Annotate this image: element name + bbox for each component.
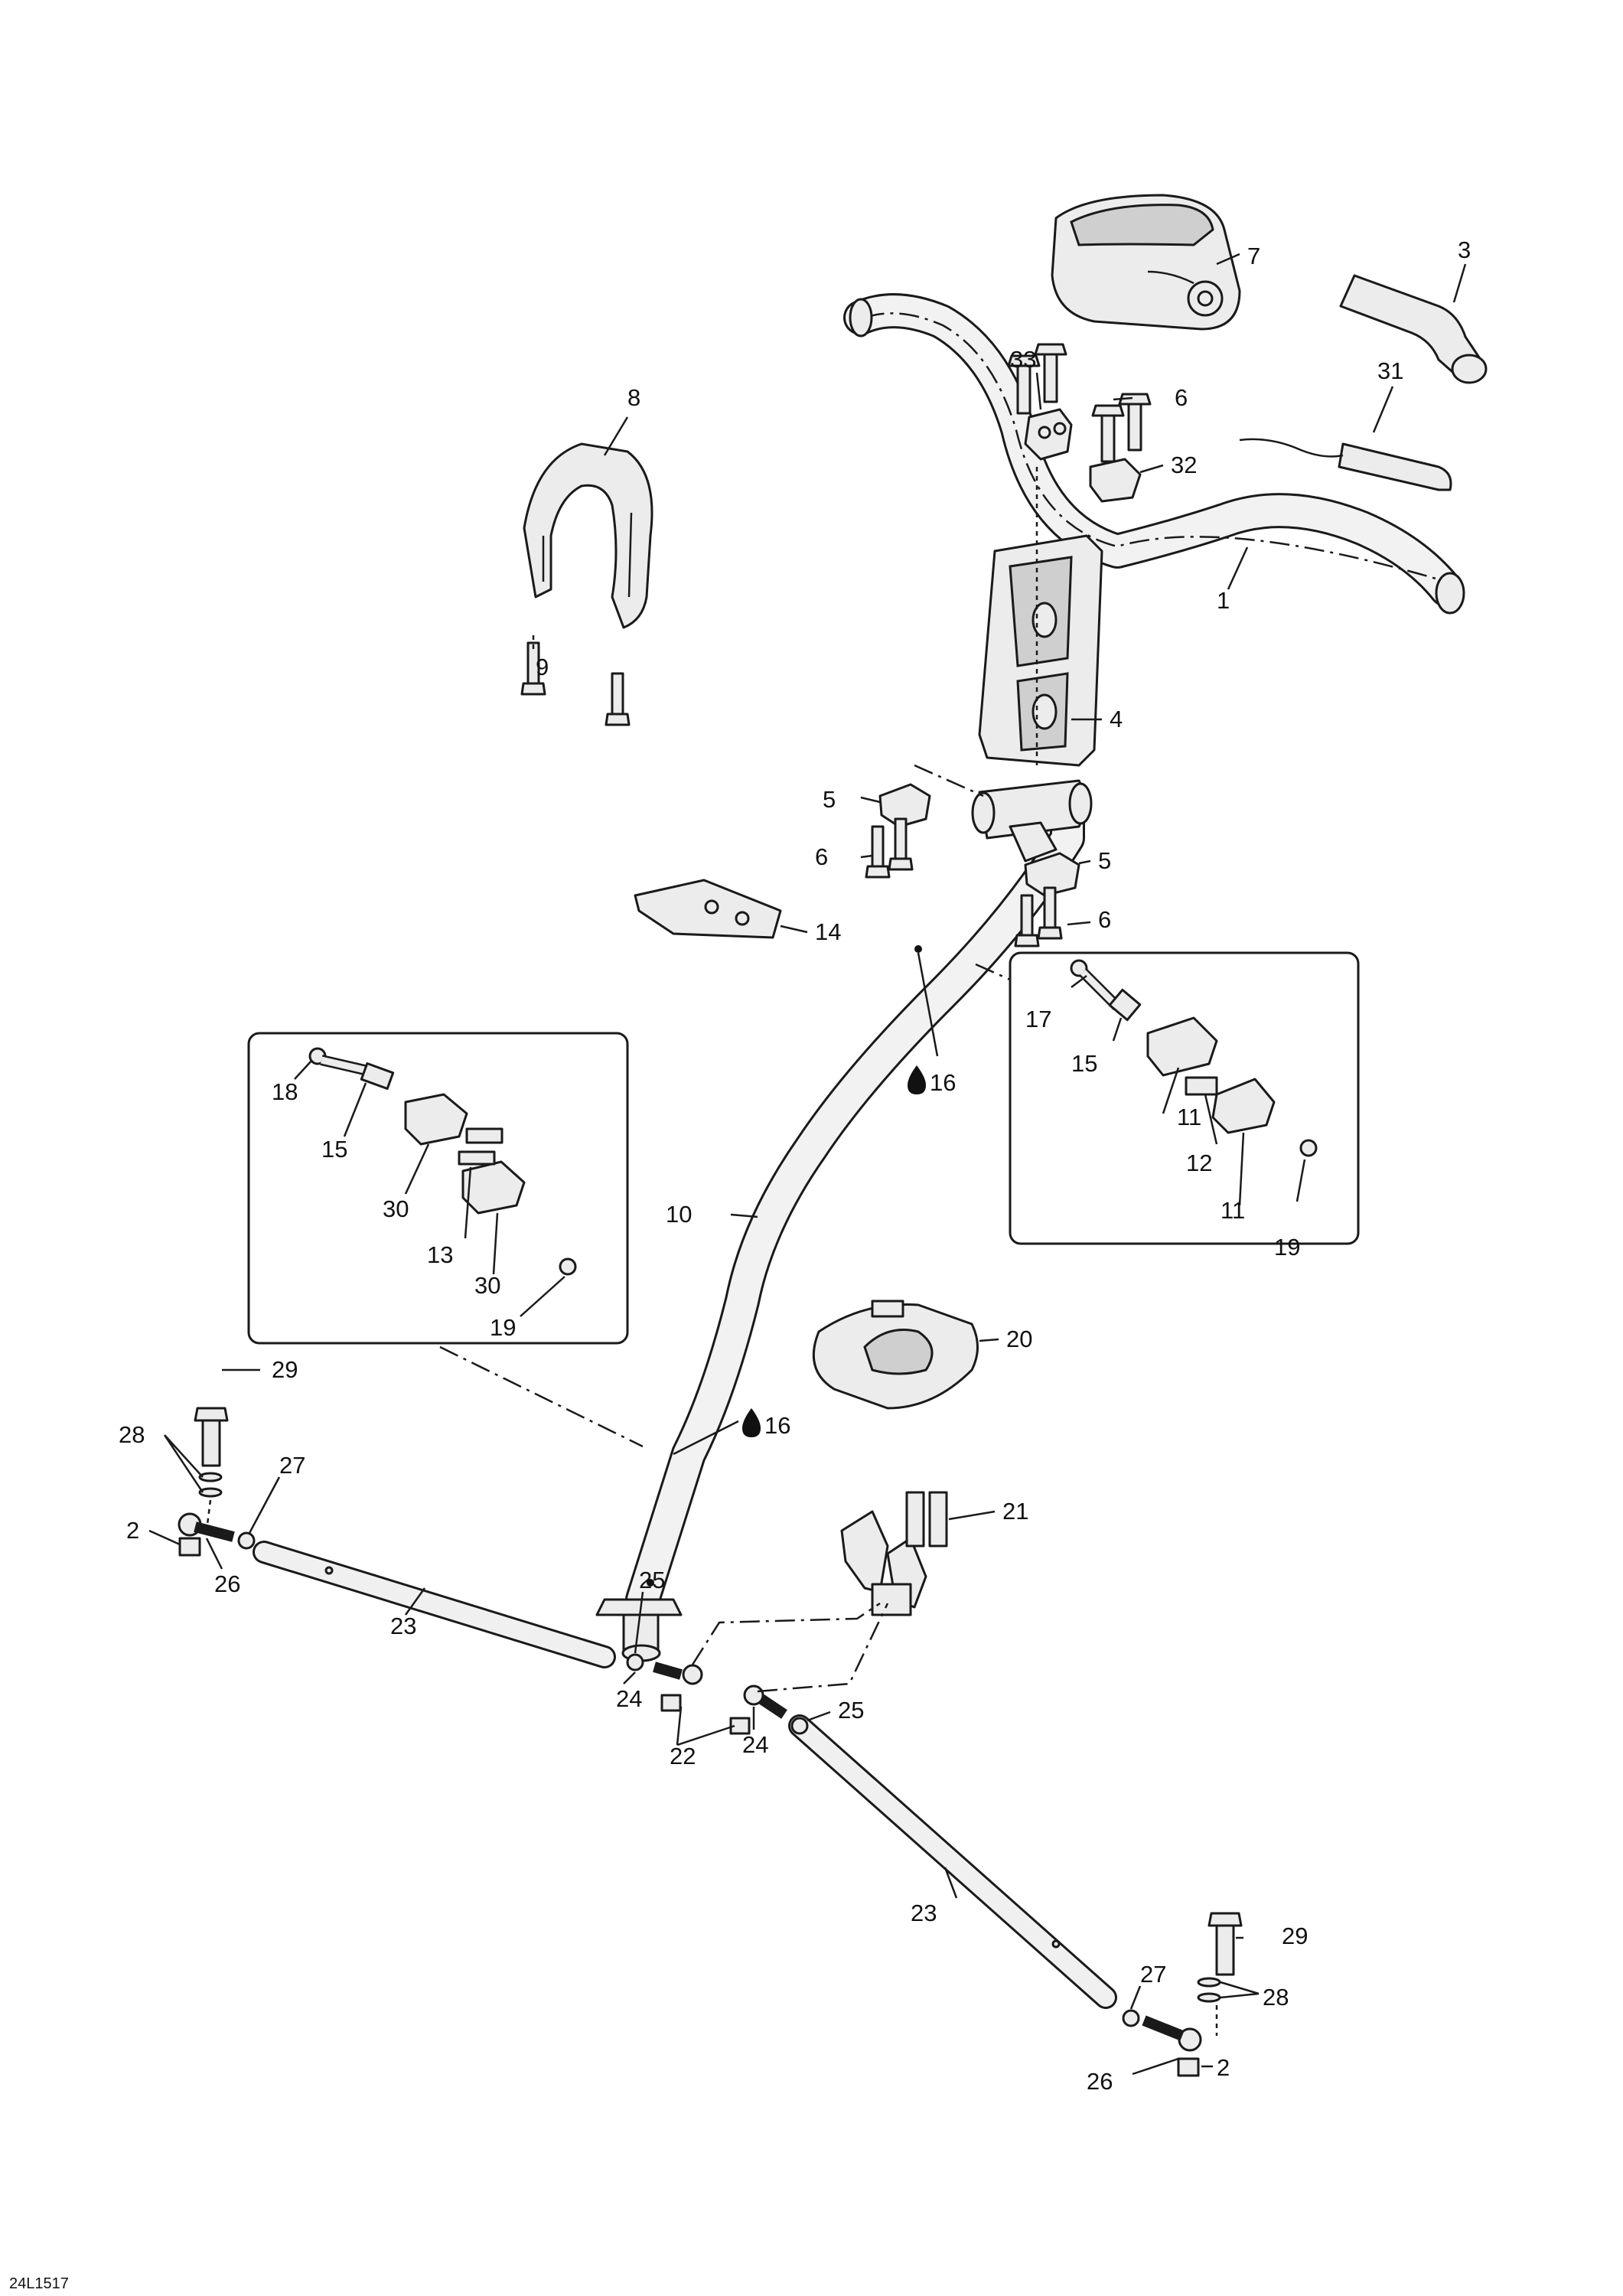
- callout-28: 28: [1263, 1984, 1289, 2011]
- callout-28: 28: [119, 1421, 145, 1448]
- callout-9: 9: [536, 654, 549, 680]
- callout-5: 5: [1098, 847, 1111, 874]
- callout-2: 2: [126, 1517, 139, 1544]
- tie-rod-right: [788, 1714, 1117, 2009]
- handlebar-clamp-upper: [1024, 408, 1073, 461]
- tie-rod-left: [253, 1541, 616, 1668]
- callout-19: 19: [1274, 1234, 1300, 1261]
- callout-11: 11: [1221, 1197, 1245, 1224]
- callout-7: 7: [1247, 243, 1260, 269]
- callout-30: 30: [383, 1195, 409, 1222]
- handlebar: [843, 293, 1465, 615]
- callout-31: 31: [1377, 357, 1403, 384]
- leader-lines: [148, 253, 1467, 2076]
- mounting-plate: [634, 879, 782, 939]
- callout-8: 8: [627, 384, 640, 411]
- callout-2: 2: [1217, 2054, 1230, 2081]
- callout-16: 16: [930, 1069, 956, 1096]
- callout-20: 20: [1006, 1326, 1032, 1352]
- callout-15: 15: [321, 1136, 347, 1163]
- drawing-reference: 24L1517: [9, 2275, 69, 2292]
- callout-21: 21: [1002, 1498, 1028, 1525]
- callout-5: 5: [823, 786, 836, 813]
- callout-23: 23: [390, 1613, 416, 1639]
- callout-14: 14: [815, 918, 841, 945]
- callout-24: 24: [742, 1731, 768, 1758]
- alignment-lines: [205, 764, 1218, 2036]
- handlebar-pad: [1051, 194, 1241, 331]
- callout-labels: 1 2 2 3 4 5 5 6 6 6 7 8 9 10 11 11 12 13…: [9, 236, 1471, 2292]
- callout-25: 25: [639, 1567, 665, 1593]
- callout-6: 6: [1175, 384, 1188, 411]
- steering-arm: [840, 1491, 948, 1616]
- callout-1: 1: [1217, 587, 1230, 614]
- callout-33: 33: [1010, 346, 1036, 373]
- callout-26: 26: [1087, 2068, 1113, 2095]
- handlebar-clamp-lower: [1089, 458, 1142, 503]
- callout-6: 6: [815, 843, 828, 870]
- inset-detail-right: [1009, 951, 1360, 1245]
- callout-3: 3: [1458, 236, 1471, 263]
- rod-end-left: [178, 1407, 256, 1557]
- callout-27: 27: [1140, 1961, 1166, 1988]
- callout-29: 29: [1282, 1923, 1308, 1949]
- callout-10: 10: [666, 1201, 692, 1228]
- ball-joints-center: [626, 1653, 809, 1735]
- callout-19: 19: [490, 1314, 516, 1341]
- steering-boot: [812, 1300, 979, 1410]
- callout-22: 22: [670, 1743, 696, 1769]
- grip-right: [1339, 274, 1488, 384]
- clamp-bolts-upper: [1007, 343, 1152, 463]
- callout-24: 24: [616, 1685, 642, 1712]
- callout-18: 18: [272, 1078, 298, 1105]
- callout-6: 6: [1098, 906, 1111, 933]
- callout-30: 30: [474, 1272, 500, 1299]
- rod-end-right: [1122, 1912, 1243, 2077]
- callout-32: 32: [1171, 452, 1197, 478]
- inset-detail-left: [247, 1032, 629, 1345]
- callout-29: 29: [272, 1356, 298, 1383]
- callout-16: 16: [764, 1412, 790, 1439]
- callout-4: 4: [1110, 706, 1123, 732]
- lubricant-drop-icon: [742, 1065, 926, 1437]
- callout-11: 11: [1177, 1104, 1201, 1130]
- callout-25: 25: [838, 1697, 864, 1724]
- grip-heated-left: [1239, 438, 1452, 491]
- callout-13: 13: [427, 1241, 453, 1268]
- callout-15: 15: [1071, 1050, 1097, 1077]
- column-clamp-right: [1014, 852, 1080, 947]
- callout-27: 27: [279, 1452, 305, 1479]
- callout-17: 17: [1025, 1006, 1051, 1032]
- column-clamp-left: [865, 783, 931, 879]
- callout-23: 23: [911, 1900, 937, 1926]
- riser: [978, 467, 1103, 767]
- callout-26: 26: [214, 1570, 240, 1597]
- handle-guard: [520, 442, 653, 726]
- steering-column: [595, 779, 1093, 1662]
- callout-12: 12: [1186, 1150, 1212, 1176]
